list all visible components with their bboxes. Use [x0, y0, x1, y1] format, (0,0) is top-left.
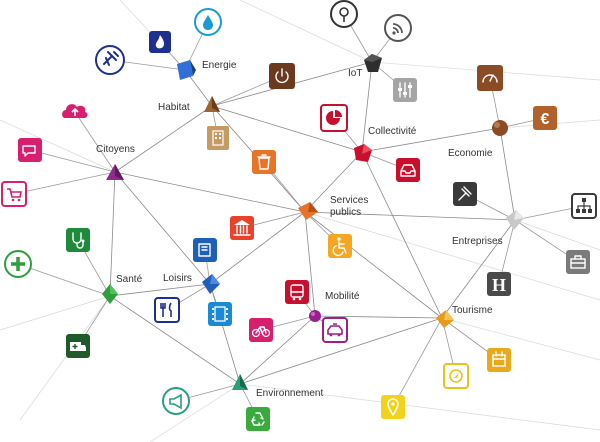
- trash-icon[interactable]: [252, 150, 276, 174]
- hotel-icon[interactable]: H: [487, 272, 511, 296]
- hub-label: Mobilité: [325, 291, 360, 302]
- megaphone-icon[interactable]: [162, 387, 190, 415]
- entreprises-hub[interactable]: Entreprises: [452, 210, 524, 247]
- energie-hub[interactable]: Energie: [177, 60, 237, 80]
- cutlery-icon[interactable]: [154, 297, 180, 323]
- rss-signal-icon[interactable]: [384, 14, 412, 42]
- org-chart-icon[interactable]: [571, 193, 597, 219]
- compass-icon[interactable]: [443, 363, 469, 389]
- hub-label: Habitat: [158, 102, 190, 113]
- mobilite-hub[interactable]: Mobilité: [309, 291, 360, 322]
- hub-label: publics: [330, 207, 361, 218]
- habitat-hub[interactable]: Habitat: [158, 96, 220, 113]
- taxi-icon[interactable]: [322, 317, 348, 343]
- recycle-icon[interactable]: [246, 407, 270, 431]
- loisirs-hub[interactable]: Loisirs: [163, 273, 220, 294]
- hub-label: IoT: [348, 68, 362, 79]
- museum-icon[interactable]: [230, 216, 254, 240]
- hub-label: Services: [330, 195, 368, 206]
- book-icon[interactable]: [193, 238, 217, 262]
- hub-label: Entreprises: [452, 236, 503, 247]
- calendar-icon[interactable]: [487, 348, 511, 372]
- iot-hub[interactable]: IoT: [348, 54, 382, 79]
- water-drop-icon[interactable]: [194, 8, 222, 36]
- plug-icon[interactable]: [95, 45, 125, 75]
- chat-icon[interactable]: [18, 138, 42, 162]
- cloud-upload-icon[interactable]: [62, 104, 88, 118]
- environnement-hub[interactable]: Environnement: [232, 374, 323, 399]
- citoyens-hub[interactable]: Citoyens: [96, 144, 135, 180]
- sante-hub[interactable]: Santé: [102, 274, 143, 304]
- hub-label: Loisirs: [163, 273, 192, 284]
- pie-chart-icon[interactable]: [320, 104, 348, 132]
- flame-icon[interactable]: [149, 31, 171, 53]
- cart-icon[interactable]: [1, 181, 27, 207]
- gavel-icon[interactable]: [453, 182, 477, 206]
- stethoscope-icon[interactable]: [66, 228, 90, 252]
- gauge-icon[interactable]: [477, 65, 503, 91]
- power-icon[interactable]: [269, 63, 295, 89]
- film-icon[interactable]: [208, 302, 232, 326]
- sliders-icon[interactable]: [393, 78, 417, 102]
- bike-icon[interactable]: [249, 318, 273, 342]
- euro-icon[interactable]: €: [533, 106, 557, 130]
- hub-label: Citoyens: [96, 144, 135, 155]
- sensor-icon[interactable]: [330, 0, 358, 28]
- hub-label: Environnement: [256, 388, 323, 399]
- services-publics-hub[interactable]: Services publics: [298, 195, 368, 220]
- hub-label: Santé: [116, 274, 143, 285]
- inbox-icon[interactable]: [396, 158, 420, 182]
- hub-label: Collectivité: [368, 126, 417, 137]
- accessibility-icon[interactable]: [328, 234, 352, 258]
- ambulance-icon[interactable]: [66, 334, 90, 358]
- health-cross-icon[interactable]: [4, 250, 32, 278]
- svg-text:H: H: [492, 275, 506, 295]
- economie-hub[interactable]: Economie: [448, 120, 508, 159]
- briefcase-icon[interactable]: [566, 250, 590, 274]
- collectivite-hub[interactable]: Collectivité: [354, 126, 417, 162]
- building-icon[interactable]: [207, 126, 229, 150]
- svg-text:€: €: [541, 111, 550, 128]
- hub-label: Energie: [202, 60, 237, 71]
- hub-label: Economie: [448, 148, 493, 159]
- hub-label: Tourisme: [452, 305, 493, 316]
- bus-icon[interactable]: [285, 280, 309, 304]
- tourisme-hub[interactable]: Tourisme: [436, 305, 493, 328]
- map-pin-icon[interactable]: [381, 395, 405, 419]
